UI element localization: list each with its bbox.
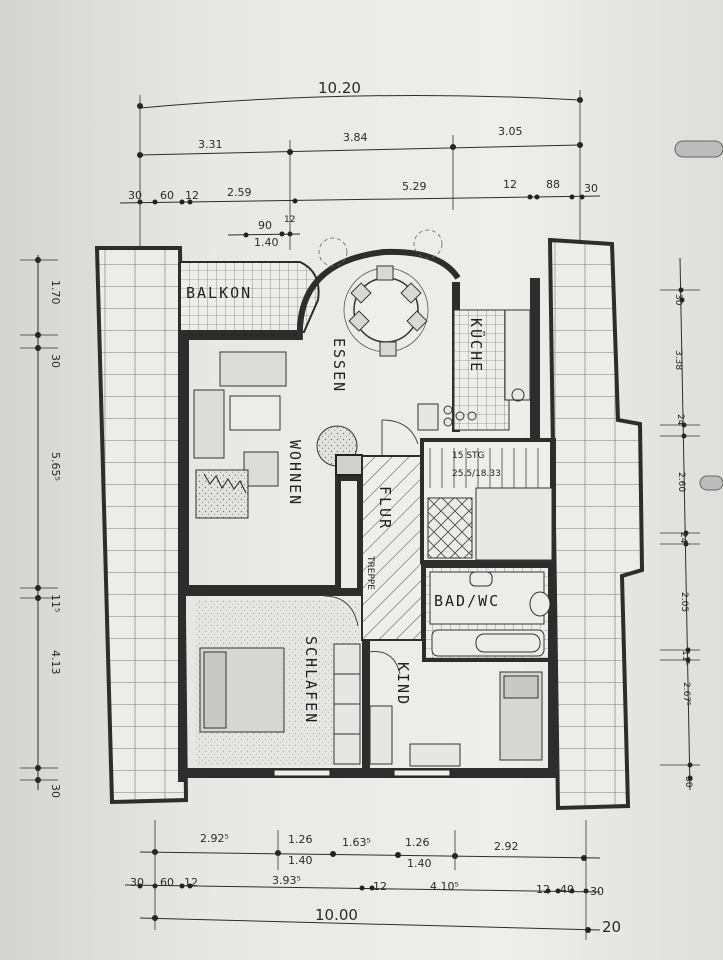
dim-top-r3-1: 60 [160,189,174,202]
dim-bottom-1b-0: 1.40 [288,854,313,867]
dim-top-r3-4: 5.29 [402,180,427,193]
flur-area [361,419,423,641]
bad-area [422,564,552,662]
dim-top-r4-1: 12 [284,215,295,225]
room-label-bad: BAD/WC [434,592,500,610]
dim-top-r4-2: 1.40 [254,236,279,249]
dim-right-7: 2.67⁵ [681,682,691,706]
dim-bottom-r2-3: 3.93⁵ [272,874,301,887]
dim-bottom-r2-8: 30 [590,885,604,898]
dim-top-r3-7: 30 [584,182,598,195]
essen-bay [296,229,461,357]
room-label-essen: ESSEN [330,338,348,393]
schlafen-area [186,588,362,766]
right-dimension-lines [660,257,700,791]
dim-bottom-r2-2: 12 [184,876,198,889]
dim-right-5: 2.05 [679,592,689,612]
label-treppe: TREPPE [365,555,375,590]
room-label-balkon: BALKON [186,284,252,302]
left-dimension-lines [20,255,58,790]
dim-total-top: 10.20 [318,79,361,97]
dim-left-1: 30 [49,354,62,368]
bottom-dimension-lines [124,820,601,940]
dim-bottom-4: 2.92 [494,840,519,853]
dim-left-2: 5.65⁵ [49,452,62,481]
dim-bottom-3: 1.26 [405,836,430,849]
dim-right-6: 11⁵ [680,650,690,665]
dim-right-2: 24 [675,414,685,426]
dim-top-r3-5: 12 [503,178,517,191]
dim-top-r3-3: 2.59 [227,186,252,199]
dim-top-2: 3.84 [343,131,368,144]
dim-bottom-r2-7: 40 [560,883,574,896]
dim-bottom-2: 1.63⁵ [342,836,371,849]
room-label-kueche: KÜCHE [467,318,486,373]
dim-left-0: 1.70 [49,280,62,305]
room-label-kind: KIND [394,662,412,706]
dim-top-1: 3.31 [198,138,223,151]
roof-right [547,237,645,811]
dim-left-3: 11⁵ [49,594,62,612]
kind-area [362,640,543,774]
stairs-label: 15 STG [452,451,485,461]
kueche-area [417,282,531,432]
dim-bottom-r2-1: 60 [160,876,174,889]
dim-right-1: 3.38 [673,350,683,370]
dim-bottom-1: 1.26 [288,833,313,846]
stairs-ratio: 25.5/18.33 [452,469,501,479]
dim-total-bottom: 10.00 [315,906,358,924]
room-label-wohnen: WOHNEN [286,440,304,506]
wohnen-area [183,340,363,591]
dim-bottom-r2-5: 4.10⁵ [430,880,459,893]
dim-right-3: 2.60 [676,472,686,492]
roof-left [94,246,189,805]
room-label-schlafen: SCHLAFEN [302,636,320,724]
dim-bottom-r2-6: 12 [536,883,550,896]
dim-bottom-0: 2.92⁵ [200,832,229,845]
bottom-windows [273,769,451,777]
staircase [420,438,554,564]
dim-bottom-1b-1: 1.40 [407,857,432,870]
dim-top-r3-2: 12 [185,189,199,202]
dim-bottom-r2-4: 12 [373,880,387,893]
dim-top-r4-0: 90 [258,219,272,232]
dim-top-3: 3.05 [498,125,523,138]
dim-top-r3-0: 30 [128,189,142,202]
binder-ring-icon [674,140,723,491]
dim-bottom-r2-0: 30 [130,876,144,889]
dim-bottom-corner: 20 [602,918,621,936]
dim-left-5: 30 [49,784,62,798]
dim-right-4: 24 [678,532,688,544]
dim-right-0: 30 [673,294,683,306]
room-label-flur: FLUR [376,486,394,530]
dim-left-4: 4.13 [49,650,62,675]
top-dimension-lines [119,90,601,250]
dim-right-8: 30 [683,776,693,788]
dim-top-r3-6: 88 [546,178,560,191]
